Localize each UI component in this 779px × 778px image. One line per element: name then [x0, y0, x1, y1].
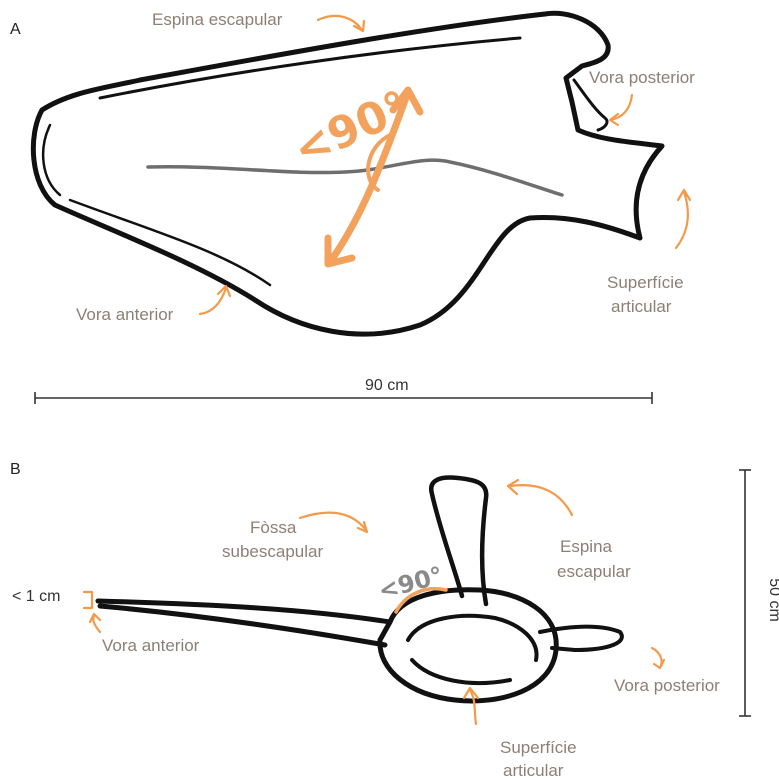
label-articular-a-1: Superfície: [607, 273, 684, 292]
arrow-spine-a: [318, 16, 364, 31]
angle-label-a: <90°: [286, 81, 416, 176]
arrow-articular-a: [676, 190, 690, 248]
scapula-inner-left-line: [43, 125, 60, 195]
label-spine-a: Espina escapular: [152, 10, 283, 29]
thickness-label-b: < 1 cm: [12, 588, 60, 605]
label-anterior-a: Vora anterior: [76, 305, 174, 324]
scale-bar-a: 90 cm: [35, 377, 652, 404]
thickness-bracket-b: [84, 592, 92, 608]
label-posterior-a: Vora posterior: [589, 68, 695, 87]
scapula-inner-bottom-line: [70, 200, 270, 285]
arrow-anterior-a: [200, 286, 230, 314]
panel-a: A <90° Espina escapular Vora posterior S: [10, 10, 695, 404]
arrow-posterior-a: [610, 95, 632, 125]
panel-b-letter: B: [10, 461, 21, 478]
scale-label-a: 90 cm: [365, 377, 409, 394]
scale-label-b: 50 cm: [766, 578, 779, 622]
label-articular-b-1: Superfície: [500, 738, 577, 757]
arrow-spine-b: [508, 480, 572, 515]
arrow-anterior-b: [90, 614, 100, 632]
label-fossa-b-2: subescapular: [222, 542, 323, 561]
panel-b: B <90° Fòssa subescapular Espina escapul…: [10, 461, 779, 778]
panel-a-letter: A: [10, 21, 21, 38]
articular-inner-lower: [412, 660, 510, 683]
scale-bar-b: 50 cm: [739, 470, 779, 716]
articular-inner-upper: [408, 616, 537, 660]
posterior-notch: [574, 80, 607, 130]
scapula-outline-b: [98, 478, 622, 701]
label-spine-b-1: Espina: [560, 537, 613, 556]
label-articular-b-2: articular: [503, 761, 564, 778]
arrow-fossa-b: [300, 513, 367, 532]
label-fossa-b-1: Fòssa: [250, 518, 297, 537]
label-posterior-b: Vora posterior: [614, 676, 720, 695]
arrow-posterior-b: [652, 648, 664, 668]
label-anterior-b: Vora anterior: [102, 636, 200, 655]
arrow-articular-b: [464, 688, 478, 724]
label-spine-b-2: escapular: [557, 562, 631, 581]
scapula-outline-a: [33, 13, 662, 334]
scapula-outer-contour: [33, 13, 662, 334]
label-articular-a-2: articular: [611, 297, 672, 316]
posterior-projection: [540, 627, 622, 650]
central-ridge: [148, 160, 562, 195]
